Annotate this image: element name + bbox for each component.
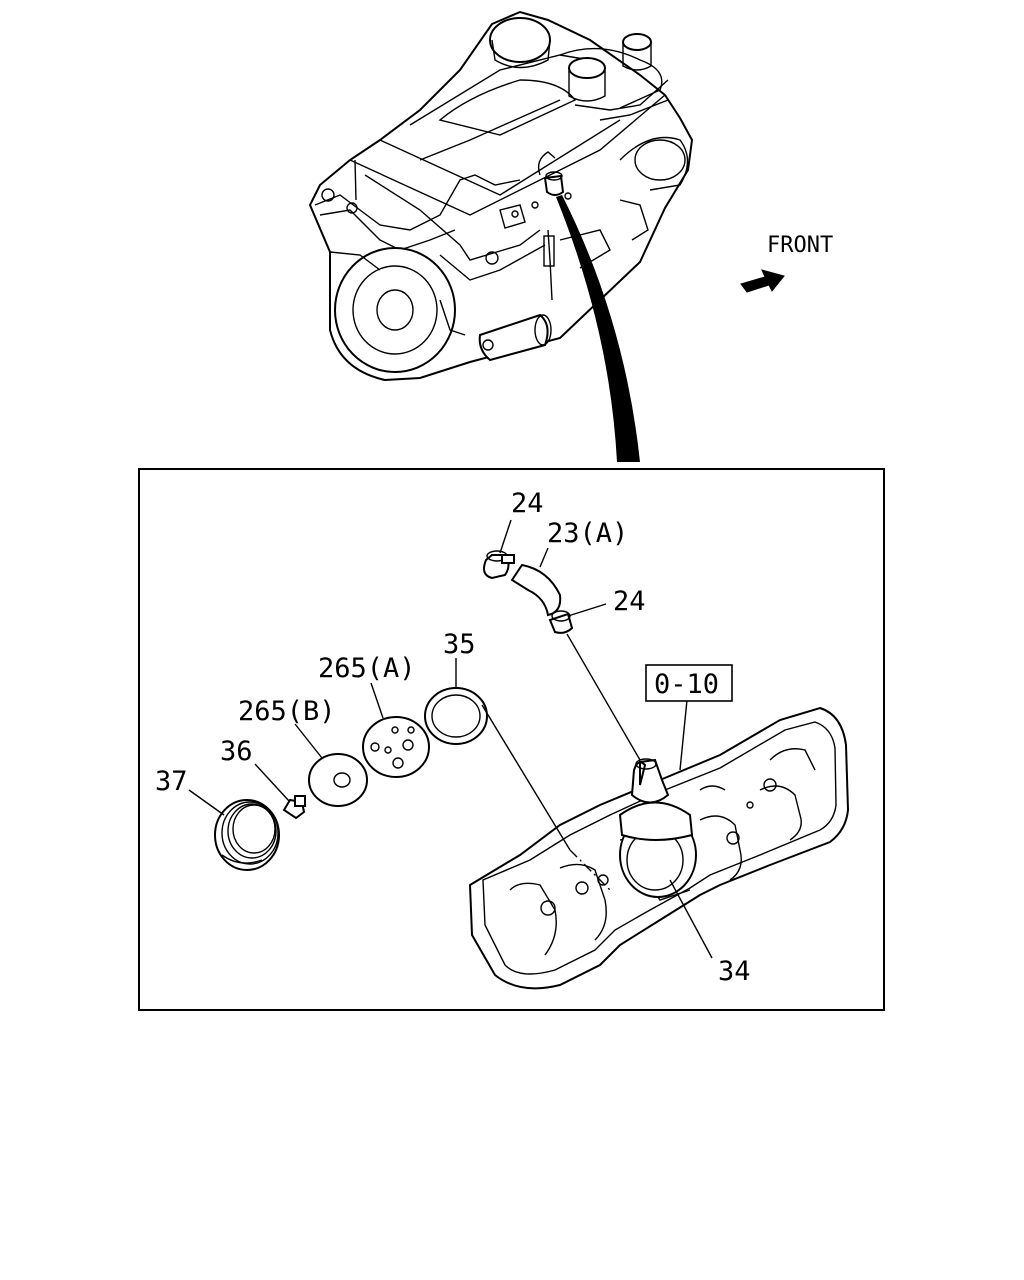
rocker-cover-illustration xyxy=(468,706,850,990)
plate-265a xyxy=(362,716,430,778)
callout-23a: 23(A) xyxy=(547,518,628,549)
callout-24-right: 24 xyxy=(613,586,646,617)
ref-box xyxy=(645,664,733,702)
hose-clamp-top xyxy=(483,550,515,580)
detail-frame xyxy=(138,468,885,1011)
callout-265a: 265(A) xyxy=(318,653,416,684)
hose-clamp-right xyxy=(548,610,574,634)
plate-265b xyxy=(308,753,368,807)
callout-labels: 24 23(A) 24 35 0-10 265(A) 265(B) 36 37 … xyxy=(155,488,751,987)
callout-37: 37 xyxy=(155,766,188,797)
pointer-swoosh xyxy=(556,195,640,462)
hose-23a xyxy=(510,563,562,617)
bolt-36 xyxy=(282,795,306,820)
front-direction-indicator: FRONT xyxy=(740,233,833,293)
callout-24-top: 24 xyxy=(511,488,544,519)
callout-0-10: 0-10 xyxy=(654,669,719,700)
callout-36: 36 xyxy=(220,736,253,767)
front-arrow-icon xyxy=(740,269,785,293)
callout-35: 35 xyxy=(443,629,476,660)
o-ring-35 xyxy=(424,687,488,745)
callout-34: 34 xyxy=(718,956,751,987)
front-label: FRONT xyxy=(767,233,833,258)
callout-265b: 265(B) xyxy=(238,696,336,727)
engine-assembly-illustration xyxy=(308,10,694,382)
leader-lines xyxy=(188,519,713,959)
cap-37 xyxy=(214,799,280,871)
